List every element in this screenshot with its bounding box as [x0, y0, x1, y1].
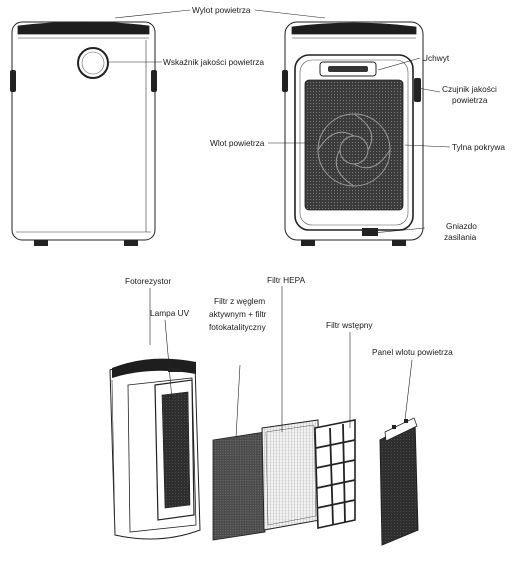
hepa-filter: [261, 419, 321, 531]
power-socket: [362, 228, 378, 236]
leader-lines: [108, 9, 451, 439]
label-inlet-panel: Panel wlotu powietrza: [372, 347, 453, 357]
label-pre-filter: Filtr wstępny: [326, 320, 373, 330]
label-uv-lamp: Lampa UV: [150, 308, 190, 318]
label-air-quality-indicator: Wskaźnik jakości powietrza: [163, 57, 264, 67]
label-air-inlet: Wlot powietrza: [210, 138, 265, 148]
back-view-purifier: [282, 21, 424, 246]
label-power-socket-line2: zasilania: [444, 232, 477, 242]
exploded-view-body: [109, 358, 201, 540]
label-carbon-filter-line1: Filtr z węglem: [214, 296, 265, 306]
label-power-socket-line1: Gniazdo: [446, 221, 477, 231]
inlet-panel: [379, 417, 419, 546]
air-quality-indicator-icon: [77, 47, 109, 79]
front-view-purifier: [10, 21, 157, 246]
label-air-quality-sensor-line2: powietrza: [452, 95, 488, 105]
label-carbon-filter-line3: fotokatalityczny: [209, 322, 267, 332]
label-photoresistor: Fotorezystor: [125, 276, 171, 286]
pre-filter: [314, 419, 356, 529]
label-hepa-filter: Filtr HEPA: [267, 275, 306, 285]
carbon-filter: [212, 431, 266, 541]
label-back-cover: Tylna pokrywa: [452, 142, 505, 152]
air-inlet-grille: [304, 79, 404, 211]
label-air-quality-sensor-line1: Czujnik jakości: [442, 84, 497, 94]
label-air-outlet: Wylot powietrza: [192, 5, 251, 15]
label-handle: Uchwyt: [422, 53, 450, 63]
label-carbon-filter-line2: aktywnym + filtr: [209, 309, 267, 319]
